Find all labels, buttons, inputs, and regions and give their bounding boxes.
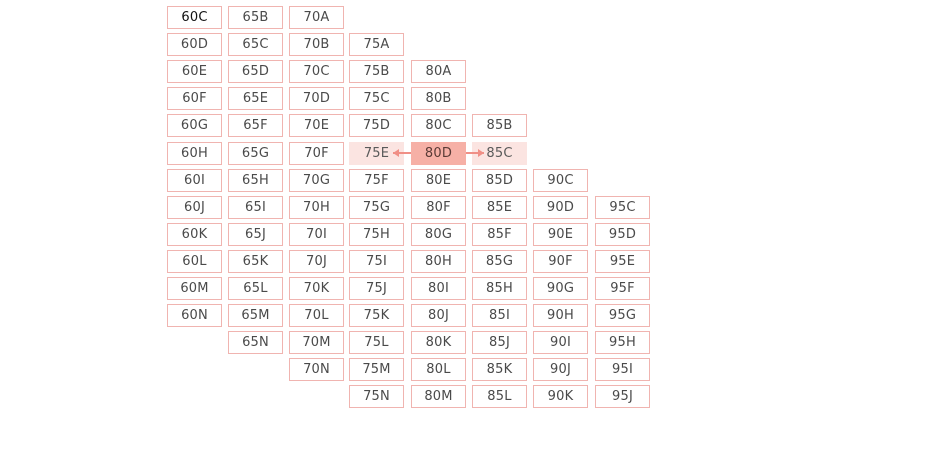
size-option-60j[interactable]: 60J [167,195,222,219]
size-option-75a[interactable]: 75A [349,33,404,57]
size-option-80j[interactable]: 80J [411,304,466,328]
size-option-60e[interactable]: 60E [167,60,222,84]
size-option-90k[interactable]: 90K [533,385,588,409]
size-option-75b[interactable]: 75B [349,60,404,84]
size-option-70k[interactable]: 70K [289,277,344,300]
size-option-80m[interactable]: 80M [411,385,466,409]
size-option-65f[interactable]: 65F [228,114,283,138]
size-option-70b[interactable]: 70B [289,33,344,57]
size-option-60i[interactable]: 60I [167,168,222,192]
size-option-85h[interactable]: 85H [472,277,527,300]
size-option-65n[interactable]: 65N [228,331,283,355]
size-option-75e[interactable]: 75E [349,141,404,165]
size-option-80b[interactable]: 80B [411,87,466,111]
size-option-85b[interactable]: 85B [472,114,527,138]
size-option-85g[interactable]: 85G [472,249,527,273]
size-option-70g[interactable]: 70G [289,168,344,192]
size-option-80k[interactable]: 80K [411,331,466,355]
size-option-70f[interactable]: 70F [289,141,344,165]
size-option-70e[interactable]: 70E [289,114,344,138]
size-option-65l[interactable]: 65L [228,277,283,300]
size-option-75k[interactable]: 75K [349,304,404,328]
size-option-75m[interactable]: 75M [349,358,404,382]
size-option-80d[interactable]: 80D [411,141,466,165]
size-option-95d[interactable]: 95D [595,222,650,246]
size-option-60n[interactable]: 60N [167,304,222,328]
size-option-70n[interactable]: 70N [289,358,344,382]
size-option-75i[interactable]: 75I [349,249,404,273]
size-option-80i[interactable]: 80I [411,277,466,300]
size-option-60m[interactable]: 60M [167,277,222,300]
size-option-95h[interactable]: 95H [595,331,650,355]
size-option-85i[interactable]: 85I [472,304,527,328]
size-option-80c[interactable]: 80C [411,114,466,138]
size-option-60f[interactable]: 60F [167,87,222,111]
size-option-75g[interactable]: 75G [349,195,404,219]
size-option-65j[interactable]: 65J [228,222,283,246]
size-option-60d[interactable]: 60D [167,33,222,57]
size-option-60c[interactable]: 60C [167,6,222,29]
size-option-80g[interactable]: 80G [411,222,466,246]
size-option-90d[interactable]: 90D [533,195,588,219]
size-option-95e[interactable]: 95E [595,249,650,273]
size-option-95i[interactable]: 95I [595,358,650,382]
size-option-85d[interactable]: 85D [472,168,527,192]
size-option-90f[interactable]: 90F [533,249,588,273]
size-option-70a[interactable]: 70A [289,6,344,29]
size-option-90c[interactable]: 90C [533,168,588,192]
size-option-80a[interactable]: 80A [411,60,466,84]
size-option-95g[interactable]: 95G [595,304,650,328]
size-option-75n[interactable]: 75N [349,385,404,409]
size-option-65k[interactable]: 65K [228,249,283,273]
size-option-90e[interactable]: 90E [533,222,588,246]
size-option-75f[interactable]: 75F [349,168,404,192]
size-option-85j[interactable]: 85J [472,331,527,355]
size-option-60h[interactable]: 60H [167,141,222,165]
size-option-65i[interactable]: 65I [228,195,283,219]
size-option-75h[interactable]: 75H [349,222,404,246]
size-option-70c[interactable]: 70C [289,60,344,84]
size-option-65b[interactable]: 65B [228,6,283,29]
size-option-80h[interactable]: 80H [411,249,466,273]
size-option-80l[interactable]: 80L [411,358,466,382]
size-option-90j[interactable]: 90J [533,358,588,382]
size-option-70m[interactable]: 70M [289,331,344,355]
size-option-75c[interactable]: 75C [349,87,404,111]
size-option-70d[interactable]: 70D [289,87,344,111]
size-option-60k[interactable]: 60K [167,222,222,246]
size-option-85f[interactable]: 85F [472,222,527,246]
size-option-65c[interactable]: 65C [228,33,283,57]
size-option-70j[interactable]: 70J [289,249,344,273]
size-option-85c[interactable]: 85C [472,141,527,165]
size-option-80f[interactable]: 80F [411,195,466,219]
size-option-85e[interactable]: 85E [472,195,527,219]
size-option-80e[interactable]: 80E [411,168,466,192]
size-option-75l[interactable]: 75L [349,331,404,355]
size-option-90g[interactable]: 90G [533,277,588,300]
size-option-65d[interactable]: 65D [228,60,283,84]
size-option-75d[interactable]: 75D [349,114,404,138]
size-option-65e[interactable]: 65E [228,87,283,111]
size-option-95c[interactable]: 95C [595,195,650,219]
size-option-85k[interactable]: 85K [472,358,527,382]
size-option-60l[interactable]: 60L [167,249,222,273]
size-option-95j[interactable]: 95J [595,385,650,409]
size-option-65m[interactable]: 65M [228,304,283,328]
size-option-65h[interactable]: 65H [228,168,283,192]
size-option-85l[interactable]: 85L [472,385,527,409]
size-option-90h[interactable]: 90H [533,304,588,328]
size-option-90i[interactable]: 90I [533,331,588,355]
size-option-70h[interactable]: 70H [289,195,344,219]
size-option-60g[interactable]: 60G [167,114,222,138]
size-option-65g[interactable]: 65G [228,141,283,165]
size-option-95f[interactable]: 95F [595,277,650,300]
size-option-70l[interactable]: 70L [289,304,344,328]
size-option-75j[interactable]: 75J [349,277,404,300]
size-option-70i[interactable]: 70I [289,222,344,246]
